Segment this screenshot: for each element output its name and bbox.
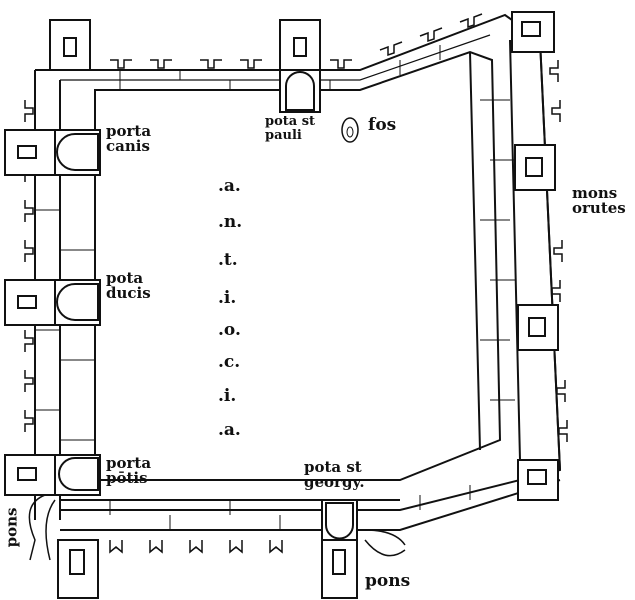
bridge-right [364, 529, 406, 557]
city-letter: .c. [218, 352, 241, 372]
mid-wall-line [60, 34, 491, 81]
label-fos: fos [368, 115, 397, 135]
right-wall [469, 39, 561, 471]
fos-well [341, 117, 359, 143]
gates [54, 69, 358, 541]
battlements [24, 13, 568, 554]
label-pons-left: pons [2, 507, 21, 548]
outer-wall-inner-line [94, 50, 502, 481]
city-letter: .t. [218, 250, 238, 270]
city-letter: .a. [218, 420, 241, 440]
city-letter: .a. [218, 176, 241, 196]
label-pons-right: pons [365, 571, 411, 591]
tower [4, 279, 56, 326]
city-letter: .n. [218, 212, 243, 232]
city-letter: .i. [218, 386, 237, 406]
city-letter: .o. [218, 320, 241, 340]
bridge-left [28, 494, 56, 561]
tower [514, 144, 556, 191]
city-letter: .i. [218, 288, 237, 308]
towers [4, 11, 559, 599]
